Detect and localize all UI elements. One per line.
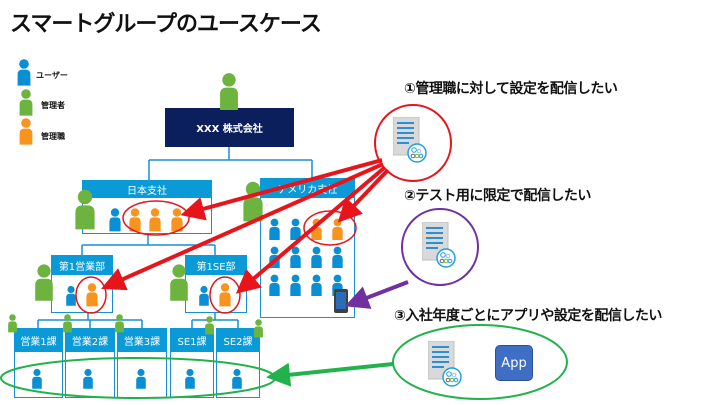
use-case-1-arrows — [101, 158, 390, 294]
sales-dept-manager-highlight — [75, 276, 107, 314]
section-sales3-label: 営業3課 — [123, 336, 161, 348]
config-profile-icon — [422, 222, 456, 268]
legend-label-manager: 管理職 — [41, 132, 65, 141]
legend: ユーザー 管理者 管理職 — [14, 60, 114, 150]
dept-se-header: 第1SE部 — [185, 255, 247, 275]
section-user-icon — [136, 368, 146, 389]
legend-label-admin: 管理者 — [41, 101, 65, 110]
branch-usa-label: アメリカ支社 — [277, 184, 338, 196]
page-title: スマートグループのユースケース — [10, 12, 322, 37]
section-user-icon — [83, 368, 93, 389]
config-profile-icon — [428, 341, 462, 387]
se-dept-user-icon — [199, 285, 209, 306]
japan-user-icon — [109, 208, 121, 232]
sales-dept-admin-icon — [35, 264, 53, 301]
hq-label: XXX 株式会社 — [196, 124, 263, 135]
usa-manager-icon — [332, 218, 343, 241]
use-case-2-label: ②テスト用に限定で配信したい — [404, 188, 591, 204]
usa-admin-icon — [243, 181, 263, 222]
hq-box: XXX 株式会社 — [165, 108, 294, 147]
hq-admin-icon — [220, 73, 238, 110]
section-admin-icon — [63, 314, 72, 333]
japan-manager-icon — [129, 208, 141, 232]
usa-user-icon — [311, 246, 322, 269]
branch-japan-header: 日本支社 — [82, 180, 212, 198]
app-icon-label: App — [501, 355, 527, 371]
se-dept-manager-icon — [219, 283, 231, 307]
dept-sales-header: 第1営業部 — [51, 255, 113, 275]
section-admin-icon — [205, 316, 214, 335]
smartphone-icon — [334, 289, 348, 313]
usa-user-icon — [290, 218, 301, 241]
section-admin-icon — [115, 314, 124, 333]
use-case-3-label: ③入社年度ごとにアプリや設定を配信したい — [394, 308, 662, 324]
section-sales1-label: 営業1課 — [20, 336, 57, 348]
dept-sales-label: 第1営業部 — [58, 261, 106, 273]
use-case-1-circle — [374, 104, 452, 182]
use-case-3-ellipse — [392, 324, 568, 400]
section-user-icon — [32, 368, 42, 389]
sales-dept-user-icon — [66, 285, 76, 306]
section-admin-icon — [8, 314, 17, 333]
legend-user-icon — [17, 59, 31, 86]
section-admin-icon — [254, 319, 263, 338]
legend-label-user: ユーザー — [36, 71, 68, 80]
usa-user-icon — [311, 274, 322, 297]
japan-manager-icon — [149, 208, 161, 232]
section-se1-header: SE1課 — [170, 328, 214, 352]
use-case-2-circle — [401, 208, 479, 286]
usa-managers-highlight — [303, 210, 357, 246]
use-case-2-arrow — [344, 280, 409, 309]
sales-dept-manager-icon — [86, 283, 98, 307]
section-sales1-header: 営業1課 — [14, 328, 63, 352]
section-sales3-header: 営業3課 — [117, 328, 167, 352]
section-user-icon — [232, 368, 242, 389]
se-dept-manager-highlight — [209, 276, 241, 314]
usa-user-icon — [269, 218, 280, 241]
se-dept-admin-icon — [170, 264, 188, 301]
usa-user-icon — [332, 246, 343, 269]
usa-user-icon — [269, 274, 280, 297]
branch-japan-label: 日本支社 — [127, 185, 167, 197]
dept-se-label: 第1SE部 — [196, 261, 236, 273]
usa-user-icon — [290, 274, 301, 297]
legend-admin-icon — [19, 89, 33, 116]
section-user-icon — [185, 368, 195, 389]
usa-user-icon — [290, 246, 301, 269]
use-case-3-arrow — [266, 362, 394, 387]
section-se2-label: SE2課 — [223, 336, 253, 348]
app-icon: App — [495, 345, 533, 381]
section-sales2-label: 営業2課 — [71, 336, 109, 348]
japan-admin-icon — [75, 189, 95, 230]
section-se2-header: SE2課 — [216, 328, 260, 352]
legend-manager-icon — [19, 118, 33, 145]
section-sales2-header: 営業2課 — [65, 328, 115, 352]
section-se1-label: SE1課 — [177, 336, 207, 348]
use-case-1-label: ①管理職に対して設定を配信したい — [404, 81, 618, 97]
japan-manager-icon — [171, 208, 183, 232]
org-connectors — [37, 147, 313, 328]
config-profile-icon — [393, 117, 427, 163]
branch-usa-header: アメリカ支社 — [260, 178, 355, 198]
